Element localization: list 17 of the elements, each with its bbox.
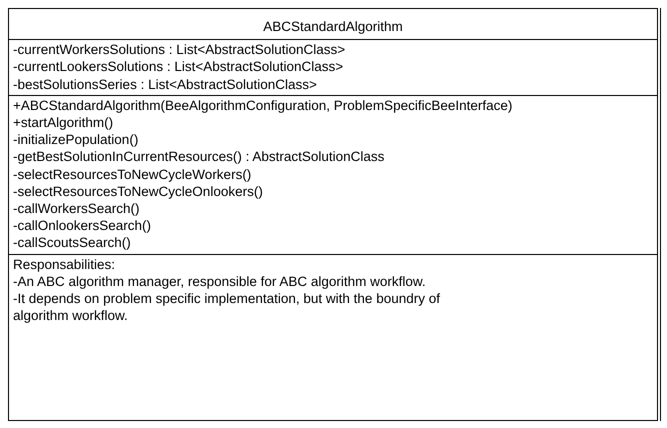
class-name: ABCStandardAlgorithm — [263, 18, 403, 36]
attribute-text: -currentWorkersSolutions : List<AbstractSolutionClass> — [13, 41, 346, 58]
attribute-text: -currentLookersSolutions : List<AbstractSolutionClass> — [13, 58, 344, 76]
note-text: -It depends on problem specific implementation, but with the boundry of algorithm workflow. — [13, 290, 441, 324]
method-text: -callScoutsSearch() — [13, 234, 131, 252]
note-heading: Responsabilities: — [13, 256, 116, 273]
method-text: -selectResourcesToNewCycleOnlookers() — [13, 182, 263, 200]
method-text: -callOnlookersSearch() — [13, 217, 152, 234]
uml-class-box — [8, 8, 658, 421]
method-text: +ABCStandardAlgorithm(BeeAlgorithmConfiguration, ProblemSpecificBeeInterface) — [13, 96, 512, 114]
method-text: -initializePopulation() — [13, 131, 138, 148]
note-text: -An ABC algorithm manager, responsible for ABC algorithm workflow. — [13, 272, 426, 290]
method-text: -callWorkersSearch() — [13, 200, 140, 218]
method-text: -selectResourcesToNewCycleWorkers() — [13, 166, 252, 183]
method-text: +startAlgorithm() — [13, 114, 114, 132]
attribute-text: -bestSolutionsSeries : List<AbstractSolutionClass> — [13, 76, 317, 93]
method-text: -getBestSolutionInCurrentResources() : AbstractSolutionClass — [13, 148, 384, 166]
